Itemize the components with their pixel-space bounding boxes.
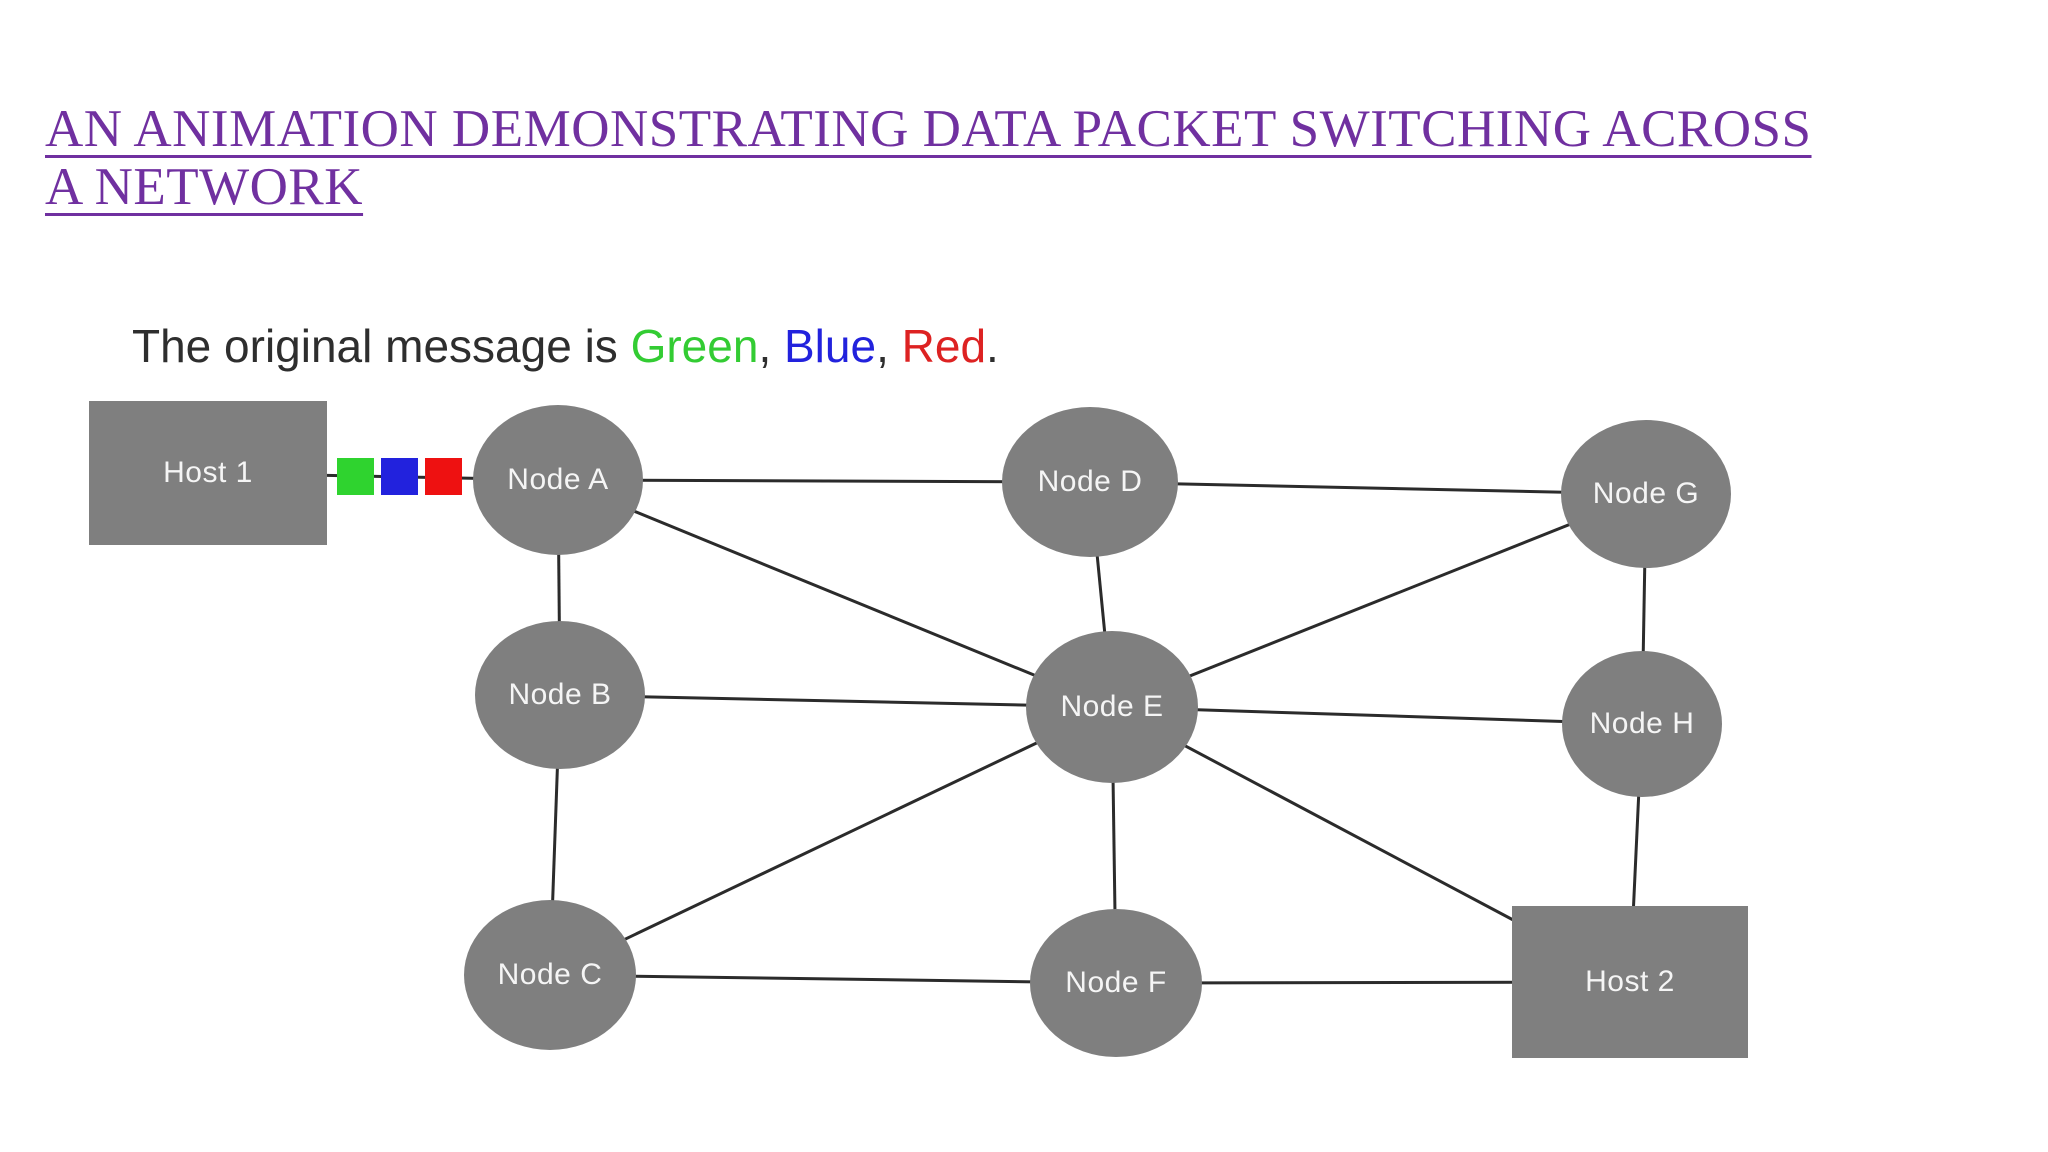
shape-label-nodeC: Node C — [497, 958, 603, 991]
shape-label-nodeA: Node A — [507, 463, 609, 496]
node-nodeC: Node C — [464, 900, 636, 1050]
edge-nodeA-nodeE — [557, 478, 1113, 709]
edge-nodeE-nodeC — [549, 705, 1113, 977]
packet-green-square — [337, 458, 374, 495]
message-prefix: The original message is — [132, 320, 631, 372]
host-host1: Host 1 — [89, 401, 327, 545]
page-title-link[interactable]: AN ANIMATION DEMONSTRATING DATA PACKET S… — [45, 100, 1812, 216]
shape-label-nodeH: Node H — [1589, 707, 1695, 740]
node-nodeH: Node H — [1562, 651, 1722, 797]
shape-label-nodeE: Node E — [1060, 690, 1164, 723]
edge-nodeG-nodeE — [1111, 492, 1647, 709]
message-word-blue: Blue — [784, 320, 877, 372]
node-nodeG: Node G — [1561, 420, 1731, 568]
message-word-red: Red — [901, 320, 987, 372]
node-nodeE: Node E — [1026, 631, 1198, 783]
node-nodeF: Node F — [1030, 909, 1202, 1057]
message-sentence: The original message is Green, Blue, Red… — [132, 320, 999, 372]
shape-label-host2: Host 2 — [1585, 965, 1675, 998]
page-title-line1[interactable]: AN ANIMATION DEMONSTRATING DATA PACKET S… — [45, 100, 1812, 158]
message-word-green: Green — [630, 320, 759, 372]
shape-label-host1: Host 1 — [163, 456, 253, 489]
node-nodeD: Node D — [1002, 407, 1178, 557]
edge-nodeB-nodeE — [559, 693, 1113, 709]
node-nodeB: Node B — [475, 621, 645, 769]
edge-nodeD-nodeG — [1089, 480, 1647, 496]
shape-label-nodeG: Node G — [1592, 477, 1700, 510]
packet-blue-square — [381, 458, 418, 495]
shape-label-nodeF: Node F — [1065, 966, 1167, 999]
message-separator: , — [758, 320, 784, 372]
node-nodeA: Node A — [473, 405, 643, 555]
shape-label-nodeD: Node D — [1037, 465, 1143, 498]
edge-nodeE-nodeH — [1111, 705, 1643, 726]
packet-red-square — [425, 458, 462, 495]
shape-label-nodeB: Node B — [508, 678, 612, 711]
host-host2: Host 2 — [1512, 906, 1748, 1058]
page-title-line2[interactable]: A NETWORK — [45, 158, 364, 216]
edge-nodeC-nodeF — [549, 973, 1117, 985]
message-terminator: . — [986, 320, 999, 372]
message-separator: , — [876, 320, 902, 372]
edge-nodeA-nodeD — [557, 478, 1091, 484]
